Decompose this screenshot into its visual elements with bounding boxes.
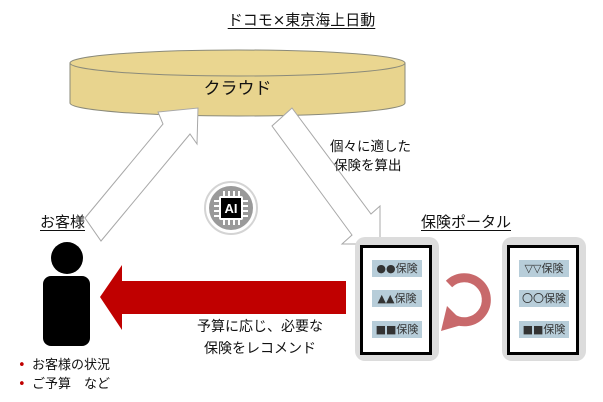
customer-bullet-list: •お客様の状況 •ご予算 など [18,356,110,394]
bullet-item: •お客様の状況 [18,358,111,373]
phone-screen: ▽▽保険 〇〇保険 ■■保険 [507,245,579,355]
portal-phone-1: ●●保険 ▲▲保険 ■■保険 [355,237,439,361]
upload-arrow [84,107,199,242]
cloud-cylinder [69,49,406,117]
calculate-caption: 個々に適した 保険を算出 [330,138,411,176]
recommend-caption-line1: 予算に応じ、必要な [197,319,323,335]
insurance-item: ■■保険 [519,321,569,338]
person-icon [43,242,90,346]
insurance-item: ▲▲保険 [372,290,422,307]
customer-label: お客様 [40,213,86,231]
insurance-item: ■■保険 [372,321,422,338]
page-title: ドコモ×東京海上日動 [227,11,376,29]
insurance-item: 〇〇保険 [519,290,569,307]
ai-label: AI [225,201,238,216]
calculate-arrow [271,107,381,245]
calculate-caption-line1: 個々に適した [330,139,411,155]
calculate-caption-line2: 保険を算出 [334,158,402,174]
recommend-caption: 予算に応じ、必要な 保険をレコメンド [160,316,360,360]
portal-label: 保険ポータル [421,213,512,231]
insurance-item: ●●保険 [372,260,422,277]
cloud-label: クラウド [203,79,272,99]
bullet-item: •ご予算 など [18,377,111,392]
phone-screen: ●●保険 ▲▲保険 ■■保険 [360,245,432,355]
ai-chip-icon: AI [204,181,258,235]
recommend-caption-line2: 保険をレコメンド [204,341,316,357]
insurance-item: ▽▽保険 [519,260,569,277]
refresh-cycle-icon [441,273,491,331]
recommend-arrow [100,265,346,330]
portal-phone-2: ▽▽保険 〇〇保険 ■■保険 [502,237,586,361]
